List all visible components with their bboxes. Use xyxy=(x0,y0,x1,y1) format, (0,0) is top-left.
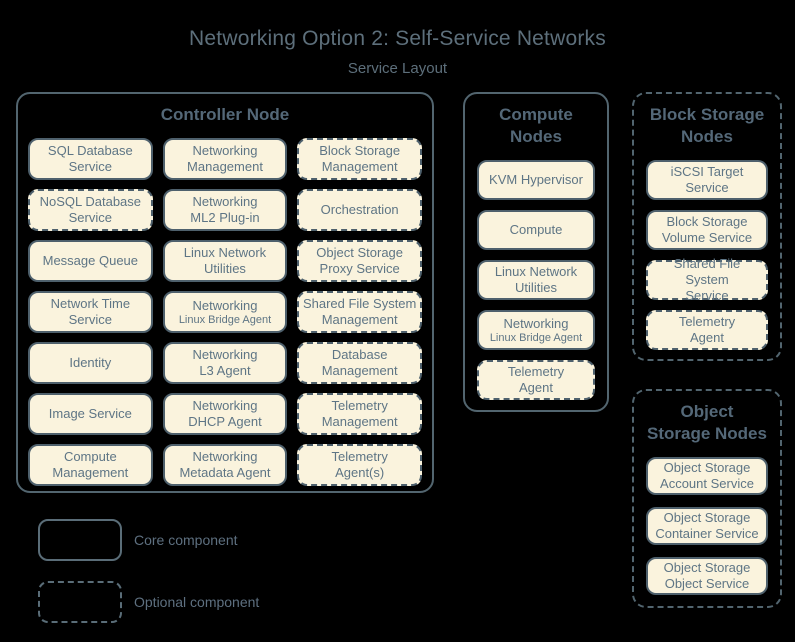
service-label: Database Management xyxy=(321,347,398,378)
service-box: Network Time Service xyxy=(28,291,153,333)
compute-nodes-title: Compute Nodes xyxy=(499,105,573,146)
block-storage-nodes-title: Block Storage Nodes xyxy=(649,105,765,146)
service-box: Block Storage Volume Service xyxy=(646,210,768,250)
object-storage-nodes-group: Object Storage Nodes Object Storage Acco… xyxy=(632,389,782,608)
service-box: Telemetry Management xyxy=(297,393,422,435)
service-label: Image Service xyxy=(48,406,132,422)
service-label: Compute Management xyxy=(52,449,129,480)
service-box: Networking L3 Agent xyxy=(162,342,288,384)
service-box: Compute Management xyxy=(28,444,153,486)
service-label: Object Storage Object Service xyxy=(663,560,751,591)
service-label: Message Queue xyxy=(42,253,139,269)
service-sublabel: Linux Bridge Agent xyxy=(489,331,583,344)
service-label: Compute xyxy=(509,222,563,238)
service-box: Object Storage Proxy Service xyxy=(297,240,422,282)
service-box: Linux Network Utilities xyxy=(477,260,595,300)
service-label: Telemetry Management xyxy=(321,398,398,429)
legend-core-row: Core component xyxy=(38,519,238,561)
service-label: NoSQL Database Service xyxy=(39,194,142,225)
service-sublabel: Linux Bridge Agent xyxy=(178,313,272,326)
legend-core-swatch xyxy=(38,519,122,561)
legend-optional-row: Optional component xyxy=(38,581,259,623)
service-label: Object Storage Account Service xyxy=(660,460,754,491)
service-label: Networking xyxy=(503,315,569,331)
legend-optional-swatch xyxy=(38,581,122,623)
controller-node-title: Controller Node xyxy=(160,105,290,124)
service-box: Object Storage Object Service xyxy=(646,557,768,595)
legend-optional-label: Optional component xyxy=(134,594,260,610)
service-box: Telemetry Agent(s) xyxy=(297,444,422,486)
object-storage-nodes-title: Object Storage Nodes xyxy=(647,402,767,443)
service-box: Object Storage Account Service xyxy=(646,457,768,495)
service-box: Message Queue xyxy=(28,240,153,282)
service-box: NoSQL Database Service xyxy=(28,189,153,231)
service-box: Networking Metadata Agent xyxy=(162,444,288,486)
service-box: Networking DHCP Agent xyxy=(162,393,288,435)
service-box: KVM Hypervisor xyxy=(477,160,595,200)
service-box: iSCSI Target Service xyxy=(646,160,768,200)
service-box: Networking ML2 Plug-in xyxy=(162,189,288,231)
service-box: Block Storage Management xyxy=(297,138,422,180)
service-box: Object Storage Container Service xyxy=(646,507,768,545)
service-label: Orchestration xyxy=(320,202,399,218)
service-label: Object Storage Container Service xyxy=(655,510,759,541)
service-box: Shared File System Service xyxy=(646,256,768,303)
block-storage-nodes-group: Block Storage Nodes iSCSI Target Service… xyxy=(632,92,782,361)
service-label: Shared File System Management xyxy=(302,296,417,327)
service-label: Linux Network Utilities xyxy=(183,245,267,276)
service-box: Orchestration xyxy=(297,189,422,231)
page-title: Networking Option 2: Self-Service Networ… xyxy=(189,27,606,50)
service-label: Linux Network Utilities xyxy=(494,264,578,295)
service-label: KVM Hypervisor xyxy=(489,172,583,188)
service-label: Networking Management xyxy=(187,143,263,174)
service-label: Networking L3 Agent xyxy=(192,347,258,378)
service-label: Block Storage Management xyxy=(319,143,401,174)
legend-core-label: Core component xyxy=(134,532,238,548)
service-box: Identity xyxy=(28,342,153,384)
service-box: Image Service xyxy=(28,393,153,435)
service-box: Database Management xyxy=(297,342,422,384)
service-box: Shared File System Management xyxy=(297,291,422,333)
service-label: Networking DHCP Agent xyxy=(188,398,262,429)
service-label: SQL Database Service xyxy=(47,143,133,174)
service-label: Networking Metadata Agent xyxy=(179,449,271,480)
service-box: Telemetry Agent xyxy=(477,360,595,400)
controller-node-services: SQL Database Service Networking Managemen… xyxy=(18,126,432,486)
service-box: Telemetry Agent xyxy=(646,310,768,350)
service-label: Identity xyxy=(69,355,112,371)
service-label: Object Storage Proxy Service xyxy=(316,245,404,276)
page-subtitle: Service Layout xyxy=(347,60,448,77)
service-label: Telemetry Agent xyxy=(678,314,736,345)
service-box: SQL Database Service xyxy=(28,138,153,180)
service-box: Compute xyxy=(477,210,595,250)
service-box: Linux Network Utilities xyxy=(162,240,288,282)
service-label: Block Storage Volume Service xyxy=(661,214,753,245)
service-box: Networking Management xyxy=(162,138,288,180)
service-label: Networking xyxy=(192,297,258,313)
service-label: Telemetry Agent(s) xyxy=(331,449,388,480)
service-label: Shared File System Service xyxy=(673,256,741,303)
service-label: iSCSI Target Service xyxy=(670,164,744,195)
service-label: Telemetry Agent xyxy=(507,364,565,395)
service-label: Network Time Service xyxy=(50,296,131,327)
service-label: Networking ML2 Plug-in xyxy=(190,194,260,225)
